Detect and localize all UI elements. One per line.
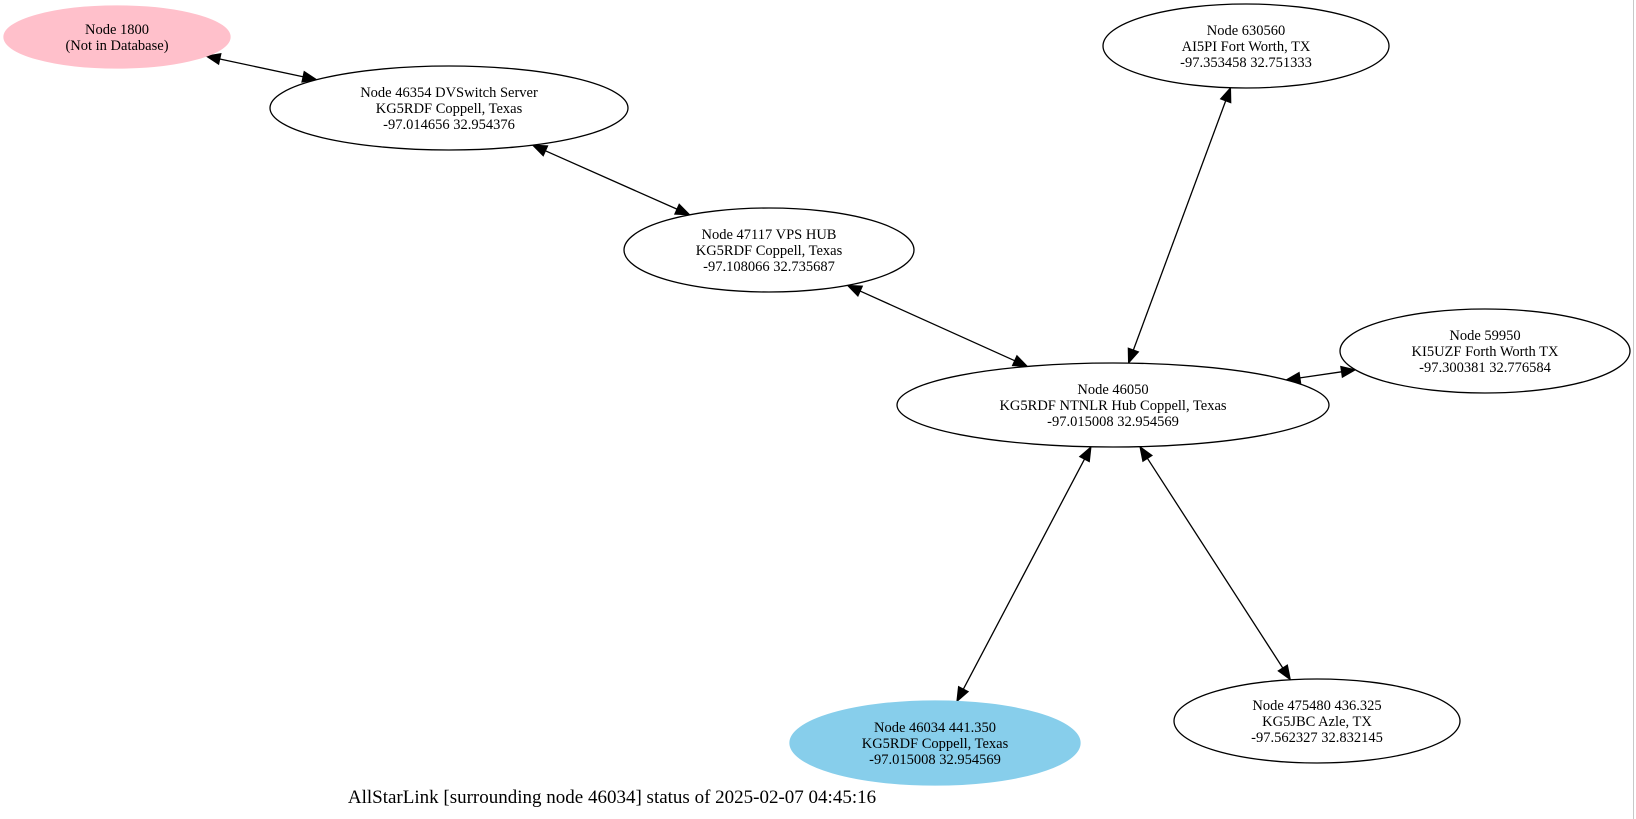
graph-caption: AllStarLink [surrounding node 46034] sta… (348, 787, 876, 808)
edge-46354-47117 (531, 144, 691, 216)
arrowhead-icon (204, 52, 222, 66)
node-owner-location: KG5RDF Coppell, Texas (862, 736, 1009, 752)
edge-line (859, 290, 1015, 362)
arrowhead-icon (1139, 445, 1154, 463)
node-ellipse (1173, 678, 1461, 764)
node-1800: Node 1800(Not in Database) (3, 5, 231, 69)
node-ellipse (789, 700, 1081, 786)
node-owner-location: KG5JBC Azle, TX (1262, 714, 1372, 730)
arrowhead-icon (1277, 664, 1292, 681)
edge-46050-475480 (1139, 445, 1292, 681)
nodes-layer: Node 1800(Not in Database) Node 46354 DVS… (3, 3, 1631, 786)
node-title: Node 47117 VPS HUB (702, 227, 837, 243)
node-owner-location: KG5RDF Coppell, Texas (376, 101, 523, 117)
edge-630560-46050 (1127, 86, 1232, 365)
arrowhead-icon (1078, 445, 1092, 463)
node-ellipse (896, 362, 1330, 448)
node-ellipse (1339, 308, 1631, 394)
arrowhead-icon (1219, 86, 1232, 104)
node-ellipse (269, 65, 629, 151)
arrowhead-icon (1340, 365, 1357, 379)
node-title: Node 46034 441.350 (874, 720, 996, 736)
node-coordinates: -97.562327 32.832145 (1251, 730, 1383, 746)
edge-line (962, 458, 1086, 690)
node-title: Node 59950 (1449, 328, 1520, 344)
edge-59950-46050 (1284, 365, 1357, 384)
node-owner-location: KG5RDF Coppell, Texas (696, 243, 843, 259)
arrowhead-icon (1127, 347, 1140, 365)
edge-line (1299, 371, 1342, 379)
node-owner-location: (Not in Database) (65, 38, 168, 54)
node-title: Node 1800 (85, 22, 149, 38)
arrowhead-icon (1011, 354, 1029, 367)
node-coordinates: -97.015008 32.954569 (1047, 414, 1179, 430)
arrowhead-icon (673, 203, 691, 216)
edge-line (1132, 100, 1227, 351)
node-title: Node 475480 436.325 (1252, 698, 1381, 714)
arrowhead-icon (956, 685, 970, 703)
node-title: Node 46354 DVSwitch Server (360, 85, 538, 101)
node-owner-location: KI5UZF Forth Worth TX (1412, 344, 1559, 360)
edge-line (219, 58, 304, 78)
node-coordinates: -97.015008 32.954569 (869, 752, 1001, 768)
node-title: Node 46050 (1077, 382, 1148, 398)
node-coordinates: -97.300381 32.776584 (1419, 360, 1551, 376)
edge-47117-46050 (846, 284, 1029, 367)
node-ellipse (623, 207, 915, 293)
node-ellipse (3, 5, 231, 69)
edge-line (1146, 458, 1284, 669)
node-coordinates: -97.014656 32.954376 (383, 117, 515, 133)
node-title: Node 630560 (1207, 23, 1286, 39)
arrowhead-icon (846, 284, 864, 297)
node-coordinates: -97.353458 32.751333 (1180, 55, 1312, 71)
edge-1800-46354 (204, 52, 319, 83)
node-ellipse (1102, 3, 1390, 89)
node-coordinates: -97.108066 32.735687 (703, 259, 835, 275)
edge-46050-46034 (956, 445, 1092, 703)
arrowhead-icon (301, 70, 319, 83)
arrowhead-icon (531, 144, 549, 157)
edge-line (545, 150, 678, 210)
node-owner-location: KG5RDF NTNLR Hub Coppell, Texas (999, 398, 1226, 414)
node-owner-location: AI5PI Fort Worth, TX (1182, 39, 1311, 55)
